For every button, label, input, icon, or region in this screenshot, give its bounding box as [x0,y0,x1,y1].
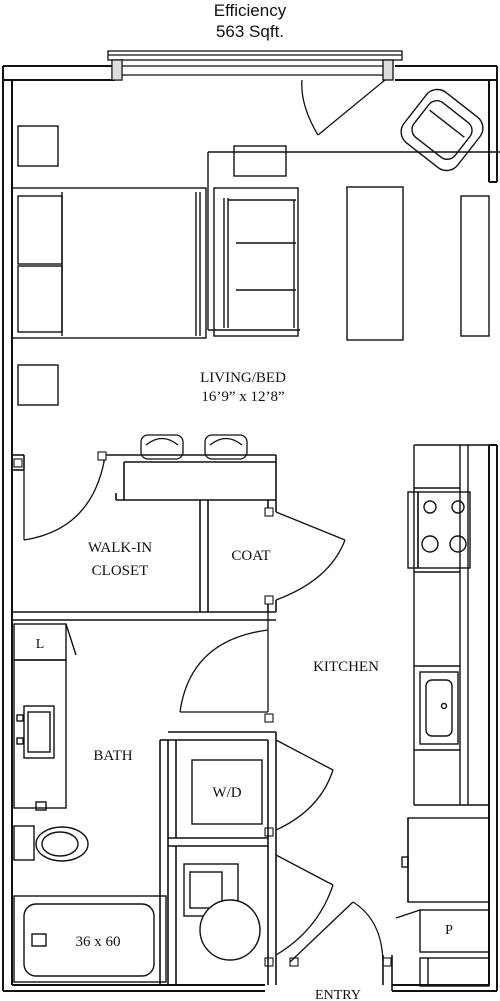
closet-name-line2: CLOSET [92,563,149,579]
unit-area: 563 Sqft. [215,22,285,41]
entry-name: ENTRY [315,988,361,1001]
living-dimensions: 16’9” x 12’8” [201,389,284,405]
entry-door [289,901,384,963]
closet-door [23,461,105,541]
closet-name-line1: WALK-IN [88,540,152,556]
door-hinges [13,59,392,967]
kitchen-name: KITCHEN [313,659,379,675]
bath-fixtures [13,623,167,983]
pantry-label: P [445,923,453,938]
water-heater [183,863,261,961]
room-labels: LIVING/BED 16’9” x 12’8” WALK-IN CLOSET … [36,370,453,1001]
balcony-door [301,79,386,136]
laundry-door [275,739,334,831]
washer-dryer-label: W/D [212,785,241,801]
top-window [107,50,403,81]
linen-label: L [36,637,45,652]
interior-walls-lower [159,731,393,991]
coat-name: COAT [231,548,270,564]
bar-stools [140,434,248,460]
coat-door [275,511,346,601]
interior-walls-upper [12,454,277,621]
plan-title: Efficiency 563 Sqft. [0,0,500,42]
washer-dryer [191,759,263,825]
bath-name: BATH [93,748,132,764]
bath-door [179,612,269,713]
utility-door [275,854,334,956]
living-name: LIVING/BED [200,370,286,386]
living-furniture [11,125,500,406]
kitchen-cabinets [395,444,490,987]
lounge-chair [400,88,484,172]
tub-label: 36 x 60 [76,934,121,950]
exterior-walls [2,65,498,992]
unit-type: Efficiency [213,1,287,20]
